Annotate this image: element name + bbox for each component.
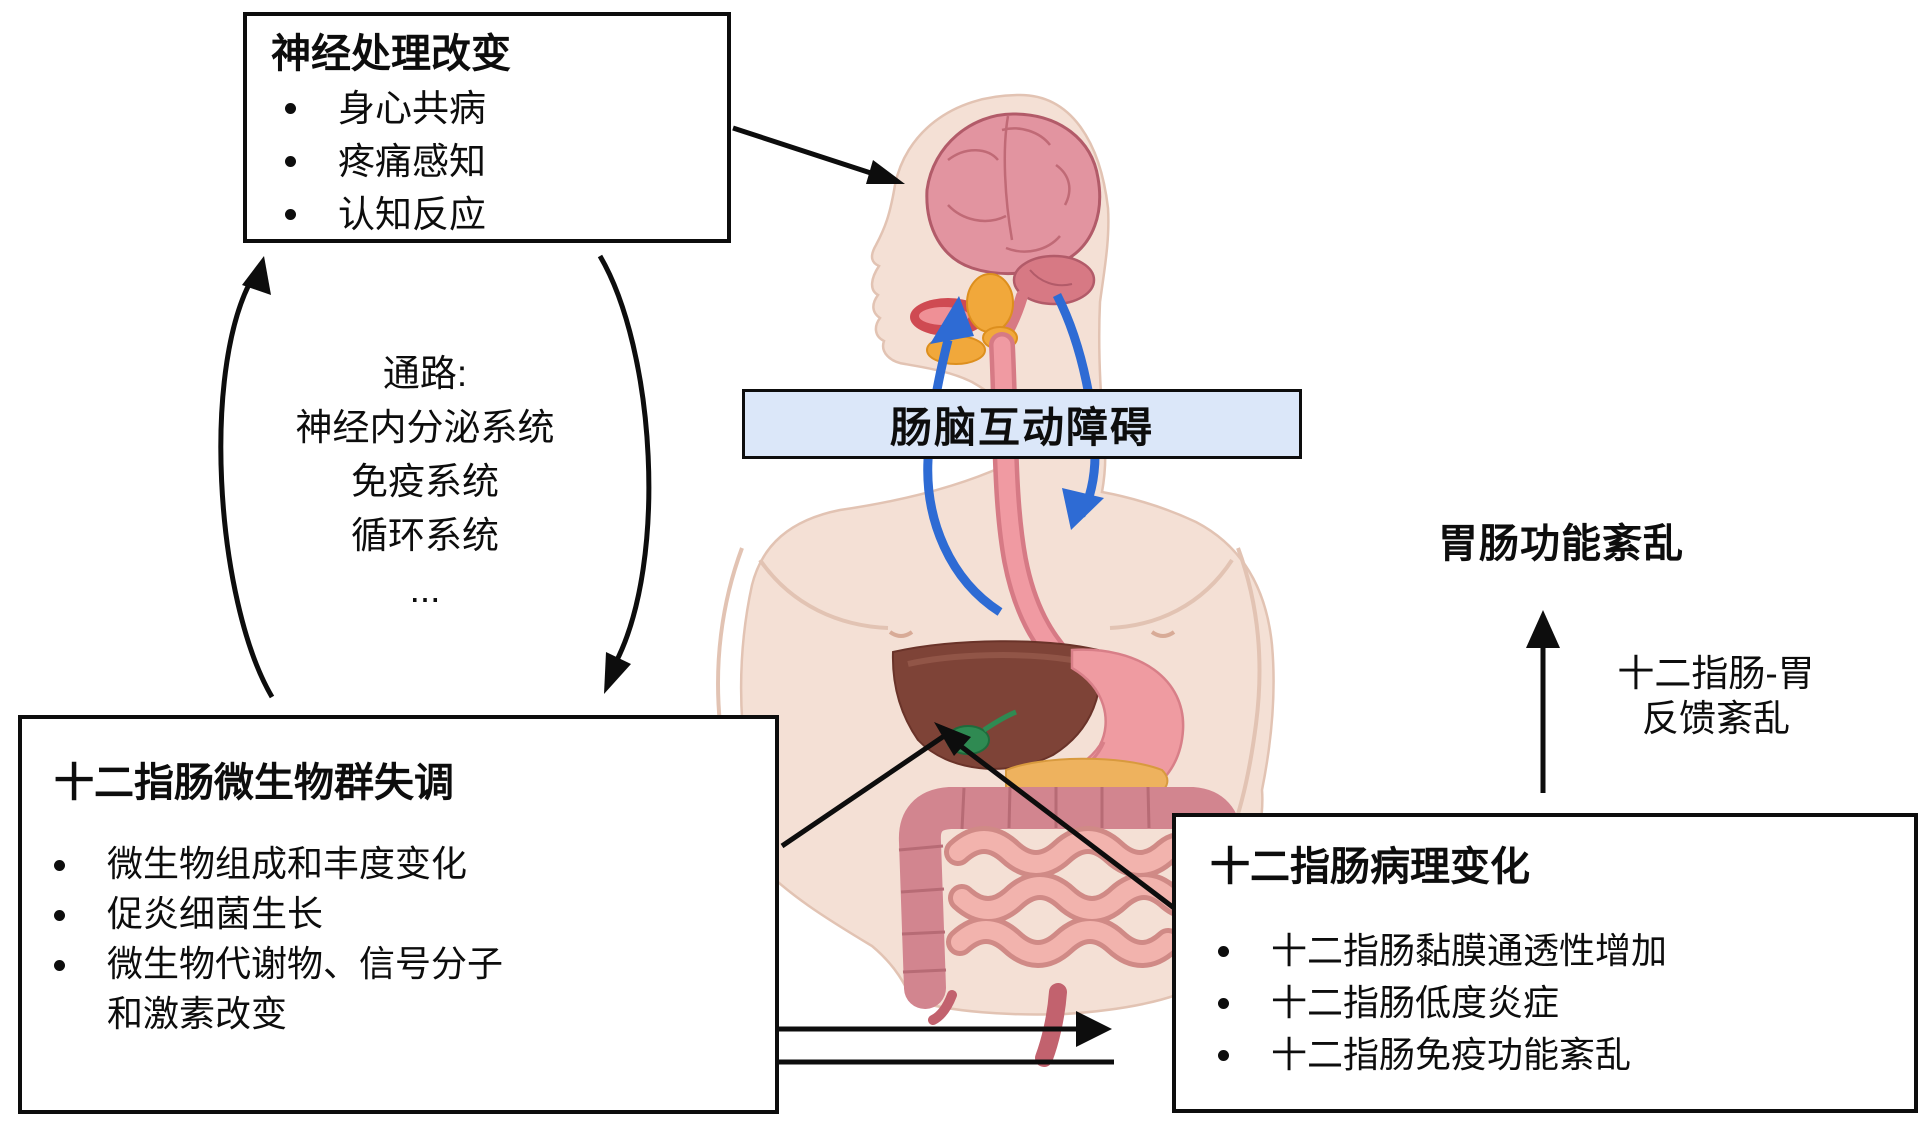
pathology-box-bullets: 十二指肠黏膜通透性增加 十二指肠低度炎症 十二指肠免疫功能紊乱	[1218, 925, 1914, 1081]
arrow-microbiota-to-duodenum	[780, 729, 952, 849]
gut-brain-banner: 肠脑互动障碍	[742, 389, 1302, 459]
cycle-arrow-down	[597, 254, 652, 694]
duodenal-pathology-box: 十二指肠病理变化 十二指肠黏膜通透性增加 十二指肠低度炎症 十二指肠免疫功能紊乱	[1172, 813, 1918, 1113]
feedback-label-line1: 十二指肠-胃	[1617, 653, 1815, 694]
bullet-dot	[1218, 946, 1229, 957]
bullet-label: 认知反应	[338, 194, 486, 235]
pathways-line: 神经内分泌系统	[295, 407, 555, 448]
bullet-label: 身心共病	[338, 88, 486, 129]
gi-dysfunction-label: 胃肠功能紊乱	[1438, 522, 1684, 566]
blue-arrow-gut-to-brain	[923, 296, 1003, 616]
microbiota-dysbiosis-box: 十二指肠微生物群失调 微生物组成和丰度变化 促炎细菌生长 微生物代谢物、信号分子…	[18, 715, 779, 1114]
list-item: 十二指肠黏膜通透性增加	[1218, 925, 1914, 977]
arrow-feedback-up	[1526, 610, 1560, 793]
gut-brain-banner-label: 肠脑互动障碍	[889, 403, 1154, 451]
pathways-line: 循环系统	[351, 515, 499, 556]
feedback-label-line2: 反馈紊乱	[1642, 698, 1790, 739]
pathways-line: 免疫系统	[351, 461, 499, 502]
bullet-dot	[1218, 1050, 1229, 1061]
bullet-label: 十二指肠低度炎症	[1271, 982, 1560, 1023]
bullet-label: 微生物代谢物、信号分子 和激素改变	[107, 943, 504, 1034]
list-item: 疼痛感知	[285, 135, 727, 188]
bullet-dot	[54, 960, 65, 971]
microbiota-box-bullets: 微生物组成和丰度变化 促炎细菌生长 微生物代谢物、信号分子 和激素改变	[54, 839, 775, 1039]
bullet-dot	[1218, 998, 1229, 1009]
pathology-box-title: 十二指肠病理变化	[1210, 845, 1530, 889]
arrow-pathology-to-duodenum	[934, 722, 1176, 910]
arrow-neuralbox-to-brain	[732, 125, 905, 184]
duodenogastric-feedback-label: 十二指肠-胃 反馈紊乱	[1588, 651, 1844, 741]
list-item: 身心共病	[285, 82, 727, 135]
list-item: 认知反应	[285, 188, 727, 241]
pathways-label-block: 通路: 神经内分泌系统 免疫系统 循环系统 ...	[255, 347, 595, 617]
neural-processing-box: 神经处理改变 身心共病 疼痛感知 认知反应	[243, 12, 731, 243]
list-item: 微生物代谢物、信号分子 和激素改变	[54, 939, 775, 1039]
neural-box-title: 神经处理改变	[271, 32, 511, 76]
pathways-line: ...	[409, 569, 441, 610]
bullet-dot	[54, 910, 65, 921]
bullet-label: 微生物组成和丰度变化	[107, 843, 468, 884]
list-item: 微生物组成和丰度变化	[54, 839, 775, 889]
bullet-dot	[285, 209, 296, 220]
microbiota-box-title: 十二指肠微生物群失调	[54, 761, 454, 805]
list-item: 十二指肠低度炎症	[1218, 977, 1914, 1029]
list-item: 促炎细菌生长	[54, 889, 775, 939]
pathways-line: 通路:	[382, 353, 468, 394]
bullet-label: 疼痛感知	[338, 141, 486, 182]
neural-box-bullets: 身心共病 疼痛感知 认知反应	[285, 82, 727, 241]
bullet-dot	[285, 156, 296, 167]
bullet-dot	[54, 860, 65, 871]
list-item: 十二指肠免疫功能紊乱	[1218, 1029, 1914, 1081]
bullet-label: 十二指肠黏膜通透性增加	[1271, 930, 1668, 971]
bullet-label: 促炎细菌生长	[107, 893, 324, 934]
cycle-arrow-up	[218, 256, 275, 699]
bullet-dot	[285, 103, 296, 114]
bullet-label: 十二指肠免疫功能紊乱	[1271, 1034, 1632, 1075]
